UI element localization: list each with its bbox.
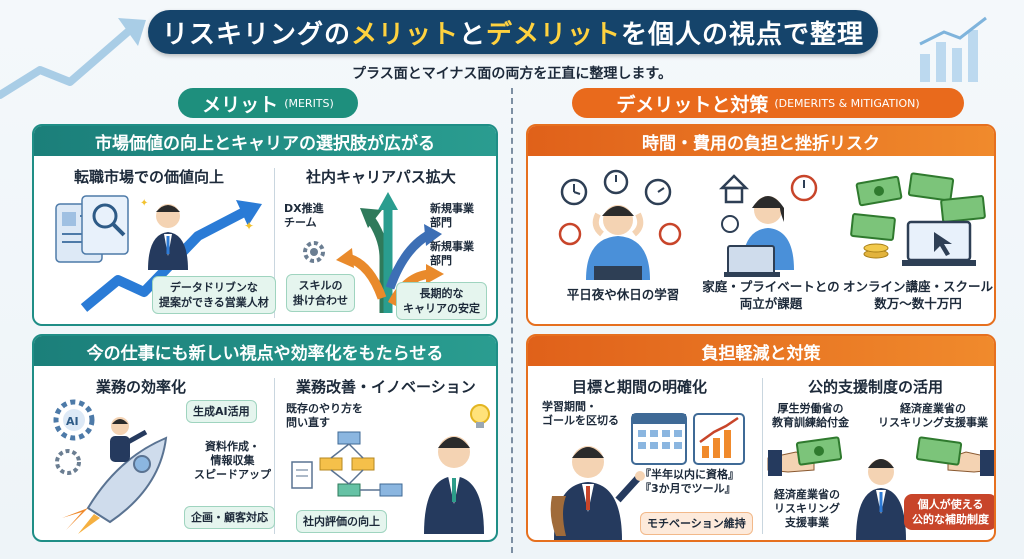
- efficiency-title: 業務の効率化: [96, 378, 187, 396]
- study-period-label: 学習期間・ゴールを区切る: [542, 400, 619, 427]
- panel-separator: [762, 378, 763, 534]
- docs-speedup-label: 資料作成・情報収集スピードアップ: [194, 440, 271, 481]
- subtitle: プラス面とマイナス面の両方を正直に整理します。: [351, 66, 673, 82]
- public-support-title: 公的支援制度の活用: [808, 378, 944, 396]
- genai-label: 生成AI活用: [186, 400, 257, 423]
- mhlw-label: 厚生労働省の教育訓練給付金: [772, 402, 849, 429]
- goal-quote-label: 『半年以内に資格』『3か月でツール』: [640, 468, 739, 495]
- demerits-heading: デメリットと対策(DEMERITS & MITIGATION): [572, 88, 964, 118]
- new-business-dept-label-2: 新規事業部門: [430, 240, 474, 267]
- merit-panel-efficiency: 今の仕事にも新しい視点や効率化をもたらせる 業務の効率化 AI 生成AI活用 資…: [32, 334, 498, 542]
- job-market-illustration: ✦ ✦: [55, 195, 262, 312]
- merits-heading: メリット(MERITS): [178, 88, 358, 118]
- background-chart-icon: [919, 16, 987, 82]
- flowchart-icon: [291, 431, 403, 497]
- panel-title: 市場価値の向上とキャリアの選択肢が広がる: [34, 126, 496, 156]
- house-icon: [718, 174, 750, 204]
- data-driven-sales-label: データドリブンな提案ができる営業人材: [152, 276, 276, 314]
- money-laptop-illustration: [850, 172, 986, 266]
- main-title: リスキリングのメリットとデメリットを個人の視点で整理: [148, 10, 878, 54]
- skill-combination-label: スキルの掛け合わせ: [286, 274, 355, 312]
- internal-career-title: 社内キャリアパス拡大: [306, 168, 456, 186]
- svg-text:✦: ✦: [140, 198, 148, 209]
- subsidy-handover-illustration: [767, 436, 994, 540]
- personal-subsidy-label: 個人が使える公的な補助制度: [904, 494, 994, 530]
- clock-icon: [560, 178, 588, 206]
- motivation-label: モチベーション維持: [640, 512, 753, 535]
- stressed-learner-illustration: [558, 169, 682, 280]
- career-path-arrows-icon: [336, 192, 444, 313]
- career-stability-label: 長期的なキャリアの安定: [396, 282, 487, 320]
- weekday-study-caption: 平日夜や休日の学習: [566, 287, 680, 302]
- rocket-illustration: AI: [53, 399, 168, 534]
- goal-clarify-title: 目標と期間の明確化: [572, 378, 708, 396]
- ai-icon: AI: [66, 415, 79, 428]
- evaluation-label: 社内評価の向上: [296, 510, 387, 533]
- family-balance-caption: 家庭・プライベートとの両立が課題: [702, 279, 840, 311]
- svg-text:✦: ✦: [244, 219, 254, 233]
- home-laptop-illustration: [718, 174, 818, 277]
- new-business-dept-label-1: 新規事業部門: [430, 202, 474, 229]
- center-divider: [511, 88, 513, 553]
- innovation-title: 業務改善・イノベーション: [296, 378, 476, 396]
- demerit-panel-burden: 時間・費用の負担と挫折リスク 平日夜や休日の学習 家庭: [526, 124, 996, 326]
- dx-team-label: DX推進チーム: [284, 202, 324, 229]
- businessman-thinking-illustration: [424, 404, 490, 534]
- calendar-icon: [631, 413, 687, 465]
- panel-separator: [274, 168, 275, 318]
- background-arrow-icon: [0, 18, 146, 99]
- meti-support-label: 経済産業省のリスキリング支援事業: [774, 488, 840, 529]
- banknote-icon: [855, 175, 903, 207]
- demerit-panel-mitigation: 負担軽減と対策 目標と期間の明確化 学習期間・ゴールを区切る 『半年以内に資格』…: [526, 334, 996, 542]
- panel-title: 今の仕事にも新しい視点や効率化をもたらせる: [34, 336, 496, 366]
- bar-chart-icon: [693, 413, 745, 465]
- meti-label: 経済産業省のリスキリング支援事業: [878, 402, 988, 429]
- job-market-title: 転職市場での価値向上: [74, 168, 225, 186]
- panel-title: 負担軽減と対策: [528, 336, 994, 366]
- planning-label: 企画・顧客対応: [184, 506, 275, 529]
- merit-panel-market-value: 市場価値の向上とキャリアの選択肢が広がる 転職市場での価値向上 ✦ ✦ データド…: [32, 124, 498, 326]
- gear-icon: [303, 241, 325, 263]
- panel-title: 時間・費用の負担と挫折リスク: [528, 126, 994, 156]
- rethink-label: 既存のやり方を問い直す: [286, 402, 363, 429]
- panel-separator: [274, 378, 275, 534]
- goal-planning-illustration: [550, 413, 745, 540]
- banknote-icon: [795, 436, 843, 466]
- course-cost-caption: オンライン講座・スクール数万〜数十万円: [842, 279, 993, 311]
